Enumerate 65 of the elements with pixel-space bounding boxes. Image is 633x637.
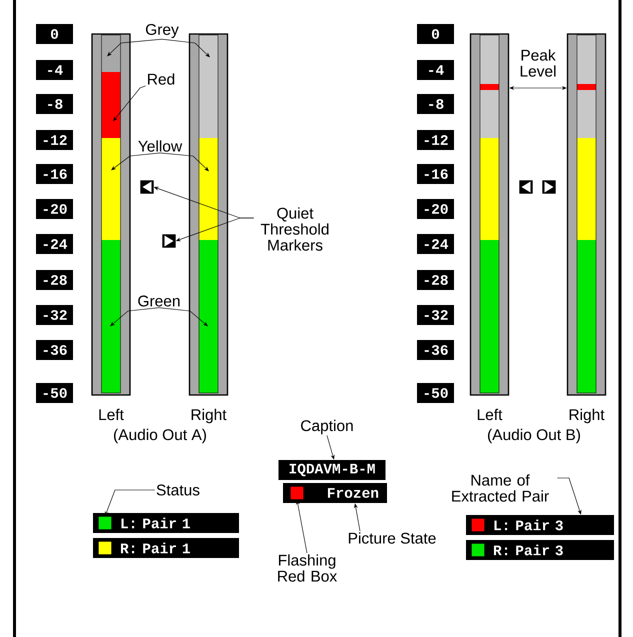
level-meter <box>91 33 131 396</box>
meter-label: (Audio Out B) <box>488 428 580 444</box>
leader-line <box>111 152 160 170</box>
pair-status-row: L: Pair 1 <box>93 513 239 533</box>
leader-line <box>158 307 208 326</box>
scale-value: -32 <box>417 305 454 325</box>
caption-box: IQDAVM-B-M <box>278 460 386 480</box>
meter-label: (Audio Out A) <box>114 428 206 444</box>
scale-value: -28 <box>36 270 73 290</box>
threshold-marker-icon <box>162 234 176 248</box>
level-meter <box>188 33 228 396</box>
pair-status-row: R: Pair 1 <box>93 538 239 558</box>
status-square <box>98 541 112 555</box>
scale-value: -36 <box>36 340 73 360</box>
scale-value: -8 <box>417 94 454 114</box>
scale-value: -4 <box>417 60 454 80</box>
callout-label: Grey <box>146 24 179 38</box>
scale-value: -16 <box>417 164 454 184</box>
scale-value: 0 <box>36 24 73 44</box>
scale-value: -8 <box>36 94 73 114</box>
callout-label: Name of Extracted Pair <box>452 474 549 502</box>
threshold-marker-icon <box>519 180 533 194</box>
meter-label: Left <box>99 408 124 420</box>
callout-label: Picture State <box>348 532 436 544</box>
leader-line <box>162 38 210 58</box>
scale-value: -24 <box>36 234 73 254</box>
pair-status-row: L: Pair 3 <box>466 515 614 535</box>
scale-value: -50 <box>417 383 454 403</box>
leader-line <box>110 307 160 326</box>
meter-label: Right <box>570 408 604 424</box>
scale-value: -12 <box>36 130 73 150</box>
scale-value: -12 <box>417 130 454 150</box>
callout-label: Green <box>138 296 180 306</box>
threshold-marker-icon <box>140 180 154 194</box>
leader-line <box>160 152 209 172</box>
callout-label: Quiet Threshold Markers <box>260 207 328 251</box>
scale-value: -20 <box>36 199 73 219</box>
callout-label: Caption <box>301 420 353 434</box>
scale-value: -28 <box>417 270 454 290</box>
level-meter <box>470 33 510 396</box>
status-square <box>290 486 304 500</box>
edge-label: Peak Level <box>514 48 562 78</box>
picture-state-box: Frozen <box>283 483 387 503</box>
status-square <box>471 543 485 557</box>
callout-label: Status <box>156 484 200 496</box>
pair-status-row: R: Pair 3 <box>466 540 614 560</box>
scale-value: -20 <box>417 199 454 219</box>
level-meter <box>566 33 606 396</box>
callout-label: Red <box>148 73 174 85</box>
scale-value: -24 <box>417 234 454 254</box>
scale-value: -4 <box>36 60 73 80</box>
leader-line <box>113 86 146 122</box>
meter-label: Right <box>192 408 226 424</box>
threshold-marker-icon <box>542 180 556 194</box>
scale-value: -36 <box>417 340 454 360</box>
scale-value: -32 <box>36 305 73 325</box>
scale-value: 0 <box>417 24 454 44</box>
callout-label: Flashing Red Box <box>278 554 337 582</box>
leader-line <box>107 38 162 56</box>
meter-label: Left <box>478 408 502 420</box>
scale-value: -16 <box>36 164 73 184</box>
callout-label: Yellow <box>138 140 182 152</box>
status-square <box>471 518 485 532</box>
scale-value: -50 <box>36 383 73 403</box>
status-square <box>98 516 112 530</box>
